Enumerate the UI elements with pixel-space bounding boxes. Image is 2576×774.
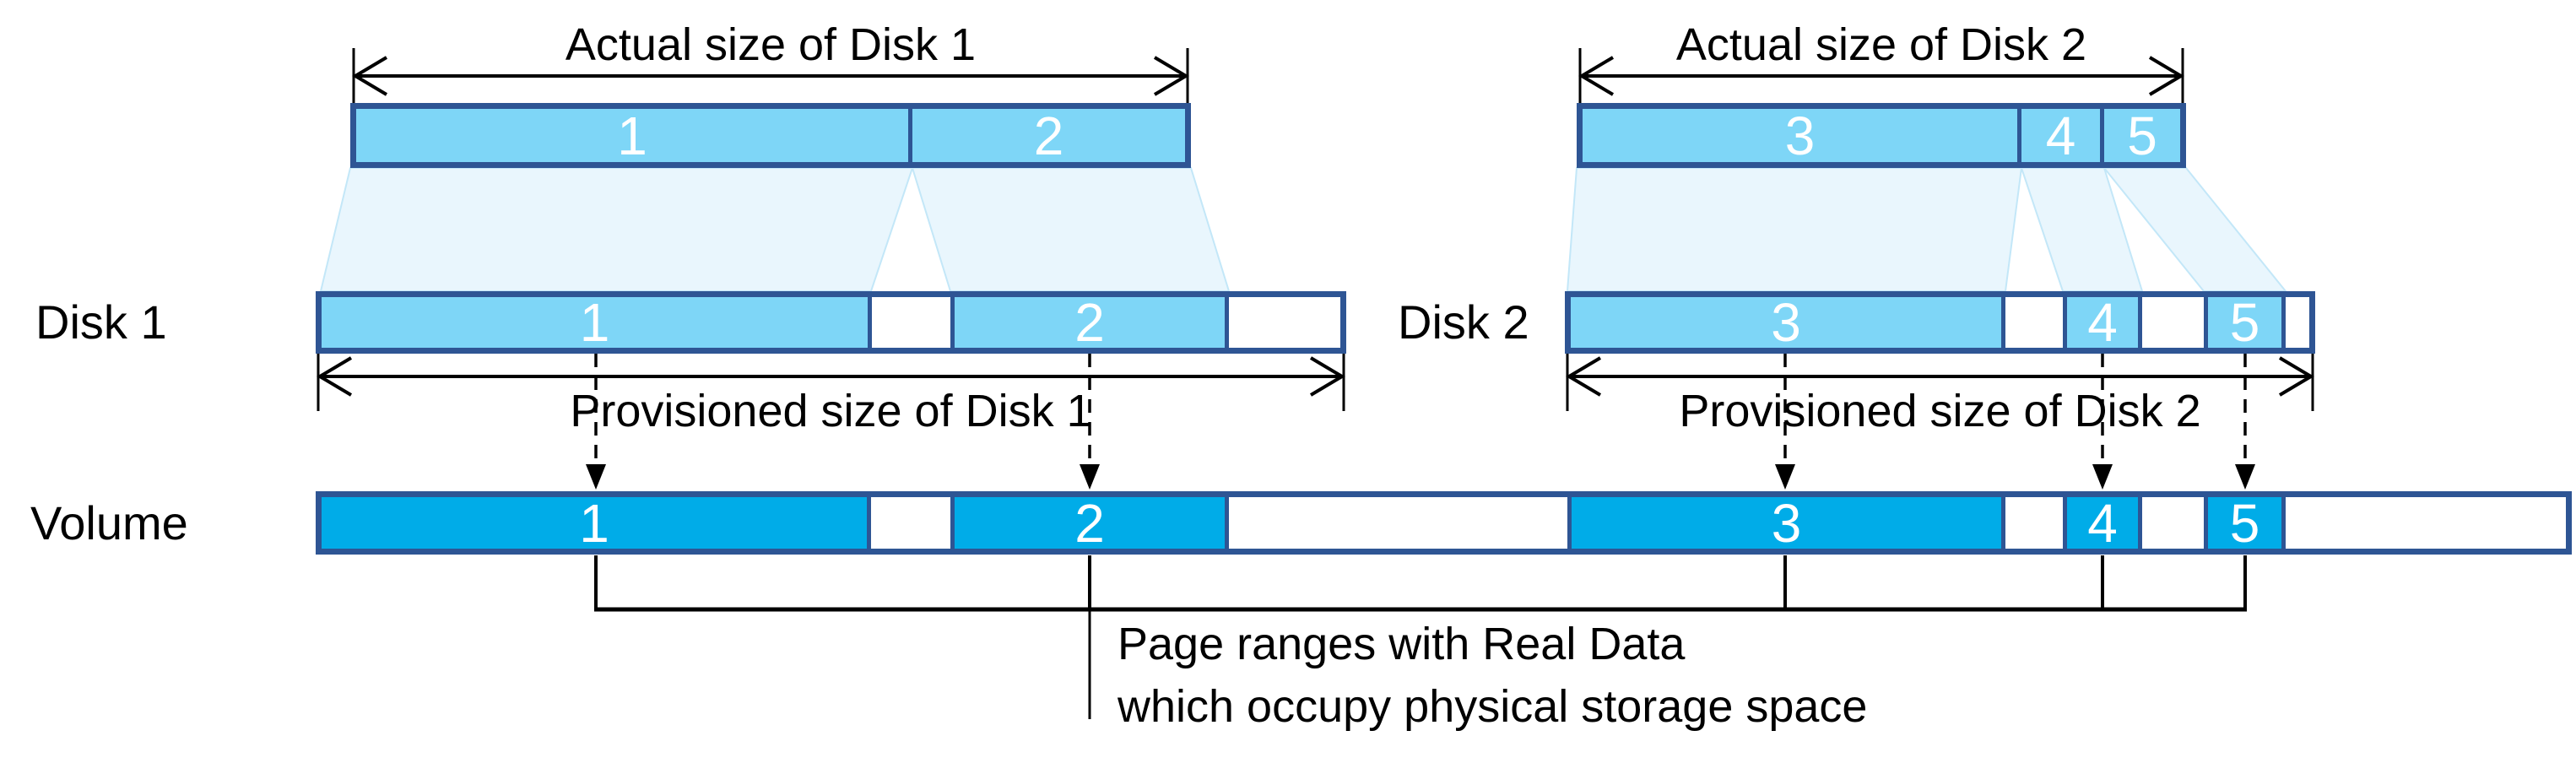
page-label: 2 (1074, 492, 1105, 554)
real-data-note-line1: Page ranges with Real Data (1118, 619, 1686, 669)
page-label: 2 (1074, 292, 1105, 353)
real-data-bracket (594, 555, 2247, 719)
volume-page-4: 4 (2063, 492, 2142, 554)
dimension-arrow-actual-disk1 (352, 48, 1189, 104)
actual-size-disk2-title: Actual size of Disk 2 (1675, 19, 2087, 70)
page-mapping-dashed-arrows (586, 354, 2255, 490)
mapping-trapezoid-page2 (911, 167, 1231, 292)
dashed-arrowhead-page1 (586, 464, 606, 490)
volume-row-label: Volume (30, 496, 188, 549)
disk1-provisioned-page-1: 1 (322, 292, 872, 353)
mapping-trapezoid-page1 (319, 167, 914, 292)
page-label: 5 (2229, 492, 2260, 554)
page-label: 4 (2045, 105, 2076, 166)
disk2-row-label: Disk 2 (1398, 295, 1529, 349)
disk2-actual-page-5: 5 (2104, 105, 2180, 166)
disk1-provisioned-bar: 1 2 (316, 291, 1346, 354)
disk1-row-label: Disk 1 (35, 295, 167, 349)
dashed-arrowhead-page2 (1080, 464, 1100, 490)
dimension-arrow-provisioned-disk1 (317, 354, 1345, 411)
page-label: 3 (1771, 292, 1801, 353)
disk1-provisioned-page-2: 2 (950, 292, 1229, 353)
page-label: 4 (2087, 492, 2118, 554)
actual-size-disk1-title: Actual size of Disk 1 (565, 19, 977, 70)
dashed-arrowhead-page4 (2092, 464, 2113, 490)
mapping-trapezoids (319, 167, 2288, 292)
volume-page-3: 3 (1567, 492, 2005, 554)
volume-page-2: 2 (950, 492, 1229, 554)
disk2-provisioned-bar: 3 4 5 (1565, 291, 2315, 354)
page-label: 1 (579, 292, 610, 353)
disk1-actual-bar: 1 2 (350, 103, 1191, 168)
real-data-note-line2: which occupy physical storage space (1118, 681, 1868, 732)
page-label: 1 (617, 105, 647, 166)
disk1-actual-page-2: 2 (912, 105, 1185, 166)
disk1-actual-page-1: 1 (356, 105, 912, 166)
disk2-provisioned-page-5: 5 (2204, 292, 2286, 353)
page-label: 3 (1784, 105, 1816, 166)
dashed-arrowhead-page5 (2235, 464, 2255, 490)
volume-bar: 1 2 3 4 5 (316, 491, 2572, 555)
disk2-provisioned-page-3: 3 (1571, 292, 2005, 353)
disk2-actual-bar: 3 4 5 (1577, 103, 2186, 168)
disk2-provisioned-page-4: 4 (2063, 292, 2142, 353)
disk2-actual-page-4: 4 (2021, 105, 2104, 166)
dimension-arrow-actual-disk2 (1578, 48, 2184, 104)
page-label: 2 (1033, 105, 1064, 166)
mapping-trapezoid-page3 (1566, 167, 2023, 292)
dashed-arrowhead-page3 (1775, 464, 1795, 490)
page-label: 5 (2127, 105, 2157, 166)
page-label: 3 (1771, 492, 1802, 554)
provisioned-size-disk2-title: Provisioned size of Disk 2 (1679, 386, 2201, 436)
volume-page-1: 1 (322, 492, 871, 554)
page-label: 4 (2087, 292, 2118, 353)
page-label: 5 (2229, 292, 2260, 353)
page-label: 1 (579, 492, 609, 554)
disk2-actual-page-3: 3 (1583, 105, 2021, 166)
volume-page-5: 5 (2204, 492, 2286, 554)
dimension-arrow-provisioned-disk2 (1566, 354, 2314, 411)
provisioned-size-disk1-title: Provisioned size of Disk 1 (570, 386, 1092, 436)
